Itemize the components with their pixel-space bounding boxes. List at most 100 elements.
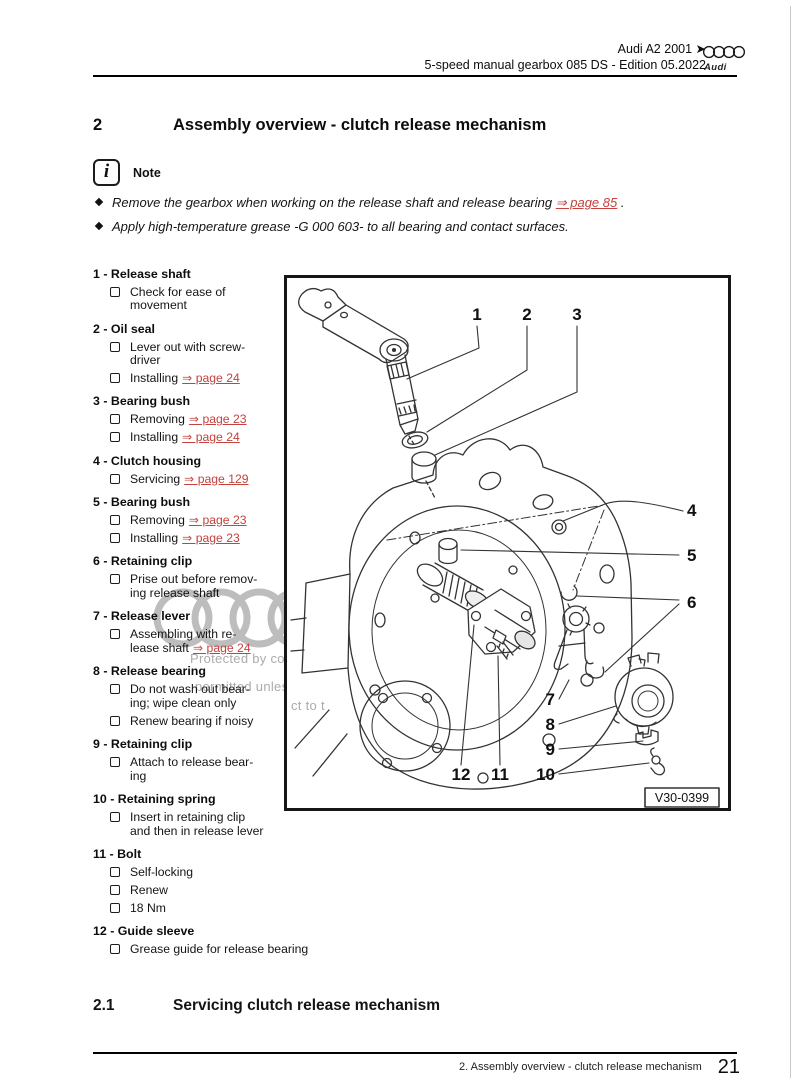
callout-4: 4: [687, 501, 697, 520]
diamond-bullet-icon: [94, 221, 104, 231]
checkbox-icon: [110, 532, 120, 543]
part-note-row: Installing⇒ page 24: [93, 371, 349, 386]
part-note-text: Renew: [130, 883, 168, 898]
callout-2: 2: [522, 305, 531, 324]
part-note-text: Installing⇒ page 23: [130, 530, 240, 545]
callout-8: 8: [546, 715, 555, 734]
checkbox-icon: [110, 286, 120, 297]
checkbox-icon: [110, 944, 120, 955]
part-note-row: Renew bearing if noisy: [93, 713, 349, 729]
clutch-diagram: 1 2 3 4 5 6 7 8 9 10 11 12 V30-0399: [290, 287, 720, 808]
watermark-text-3: ct to t: [291, 698, 325, 713]
clutch-release-figure: 1 2 3 4 5 6 7 8 9 10 11 12 V30-0399: [284, 275, 731, 811]
page-link[interactable]: ⇒ page 24: [192, 640, 251, 655]
checkbox-icon: [110, 867, 120, 878]
part-note-row: Removing⇒ page 23: [93, 512, 349, 528]
note-bullets: Remove the gearbox when working on the r…: [94, 195, 696, 243]
part-note-text: Servicing⇒ page 129: [130, 471, 249, 486]
callout-7: 7: [546, 690, 555, 709]
part-note-text: Removing⇒ page 23: [130, 412, 247, 427]
header-doc-line: 5-speed manual gearbox 085 DS - Edition …: [424, 58, 706, 72]
part-note-text: Installing⇒ page 24: [130, 371, 240, 386]
callout-6: 6: [687, 593, 696, 612]
callout-1: 1: [472, 305, 481, 324]
part-heading: 3 - Bearing bush: [93, 394, 191, 409]
part-note-text: Removing⇒ page 23: [130, 512, 247, 527]
note-bullet: Apply high-temperature grease -G 000 603…: [94, 219, 696, 234]
part-note-text: Grease guide for release bearing: [130, 942, 309, 957]
note-block: i Note: [93, 159, 161, 186]
watermark-text-2: permitted unless: [195, 679, 296, 694]
part-heading: 4 - Clutch housing: [93, 453, 202, 468]
part-note-row: Servicing⇒ page 129: [93, 471, 349, 487]
part-note-row: Assembling with re- lease shaft⇒ page 24: [93, 627, 349, 656]
checkbox-icon: [110, 885, 120, 896]
part-heading: 8 - Release bearing: [93, 664, 206, 679]
page-link[interactable]: ⇒ page 23: [188, 512, 247, 527]
part-note-text: Check for ease of movement: [130, 284, 226, 313]
note-label: Note: [133, 165, 161, 180]
audi-logo-icon: Audi: [702, 44, 746, 74]
part-note-text: Do not wash out bear- ing; wipe clean on…: [130, 682, 250, 710]
bullet-text: Remove the gearbox when working on the r…: [112, 195, 553, 210]
page-edge-line: [790, 6, 791, 1078]
part-note-text: 18 Nm: [130, 900, 166, 915]
watermark-text-1: Protected by cop: [190, 651, 293, 666]
part-note-text: Installing⇒ page 24: [130, 430, 240, 445]
part-heading: 9 - Retaining clip: [93, 737, 193, 752]
callout-5: 5: [687, 546, 696, 565]
checkbox-icon: [110, 573, 120, 584]
bullet-text: Apply high-temperature grease -G 000 603…: [112, 219, 569, 234]
checkbox-icon: [110, 514, 120, 525]
page-link[interactable]: ⇒ page 24: [182, 371, 240, 386]
note-info-icon: i: [93, 159, 120, 186]
diamond-bullet-icon: [94, 197, 104, 207]
part-heading: 1 - Release shaft: [93, 266, 191, 281]
part-note-row: Grease guide for release bearing: [93, 942, 349, 957]
part-note-row: Renew: [93, 883, 349, 898]
part-note-text: Renew bearing if noisy: [130, 713, 254, 728]
part-heading: 12 - Guide sleeve: [93, 924, 195, 939]
part-heading: 7 - Release lever: [93, 609, 191, 624]
checkbox-icon: [110, 715, 120, 726]
header-model-line: Audi A2 2001 ➤: [617, 42, 706, 56]
page-link[interactable]: ⇒ page 23: [188, 412, 247, 427]
bullet-suffix: .: [617, 195, 625, 210]
part-heading: 11 - Bolt: [93, 847, 142, 862]
checkbox-icon: [110, 812, 120, 823]
subsection-title: Servicing clutch release mechanism: [173, 997, 441, 1014]
header: Audi A2 2001 ➤ 5-speed manual gearbox 08…: [0, 41, 706, 73]
part-note-row: Check for ease of movement: [93, 284, 349, 314]
page-link[interactable]: ⇒ page 23: [182, 530, 240, 545]
part-note-text: Self-locking: [130, 865, 193, 880]
checkbox-icon: [110, 432, 120, 443]
checkbox-icon: [110, 629, 120, 640]
page-link[interactable]: ⇒ page 85: [555, 195, 618, 210]
part-heading: 2 - Oil seal: [93, 321, 155, 336]
checkbox-icon: [110, 473, 120, 484]
part-note-row: Installing⇒ page 23: [93, 530, 349, 546]
part-note-row: Removing⇒ page 23: [93, 413, 349, 427]
part-note-row: Installing⇒ page 24: [93, 430, 349, 445]
footer-page-number: 21: [717, 1056, 740, 1078]
part-note-row: Do not wash out bear- ing; wipe clean on…: [93, 682, 349, 711]
figure-id-label: V30-0399: [655, 791, 709, 805]
part-heading: 6 - Retaining clip: [93, 553, 193, 568]
footer-rule: [93, 1052, 737, 1054]
page-link[interactable]: ⇒ page 24: [182, 430, 240, 445]
part-note-text: Lever out with screw- driver: [130, 339, 246, 368]
header-rule: [93, 75, 737, 77]
part-note-text: Assembling with re- lease shaft⇒ page 24: [130, 627, 251, 655]
part-note-text: Insert in retaining clip and then in rel…: [130, 810, 264, 838]
note-bullet: Remove the gearbox when working on the r…: [94, 195, 696, 210]
section-title: Assembly overview - clutch release mecha…: [173, 116, 547, 134]
checkbox-icon: [110, 341, 120, 352]
part-note-row: Insert in retaining clip and then in rel…: [93, 810, 349, 839]
page-link[interactable]: ⇒ page 129: [184, 471, 249, 486]
checkbox-icon: [110, 757, 120, 768]
part-note-row: Self-locking: [93, 865, 349, 880]
part-note-text: Attach to release bear- ing: [130, 755, 254, 783]
callout-9: 9: [546, 740, 555, 759]
callout-3: 3: [572, 305, 581, 324]
